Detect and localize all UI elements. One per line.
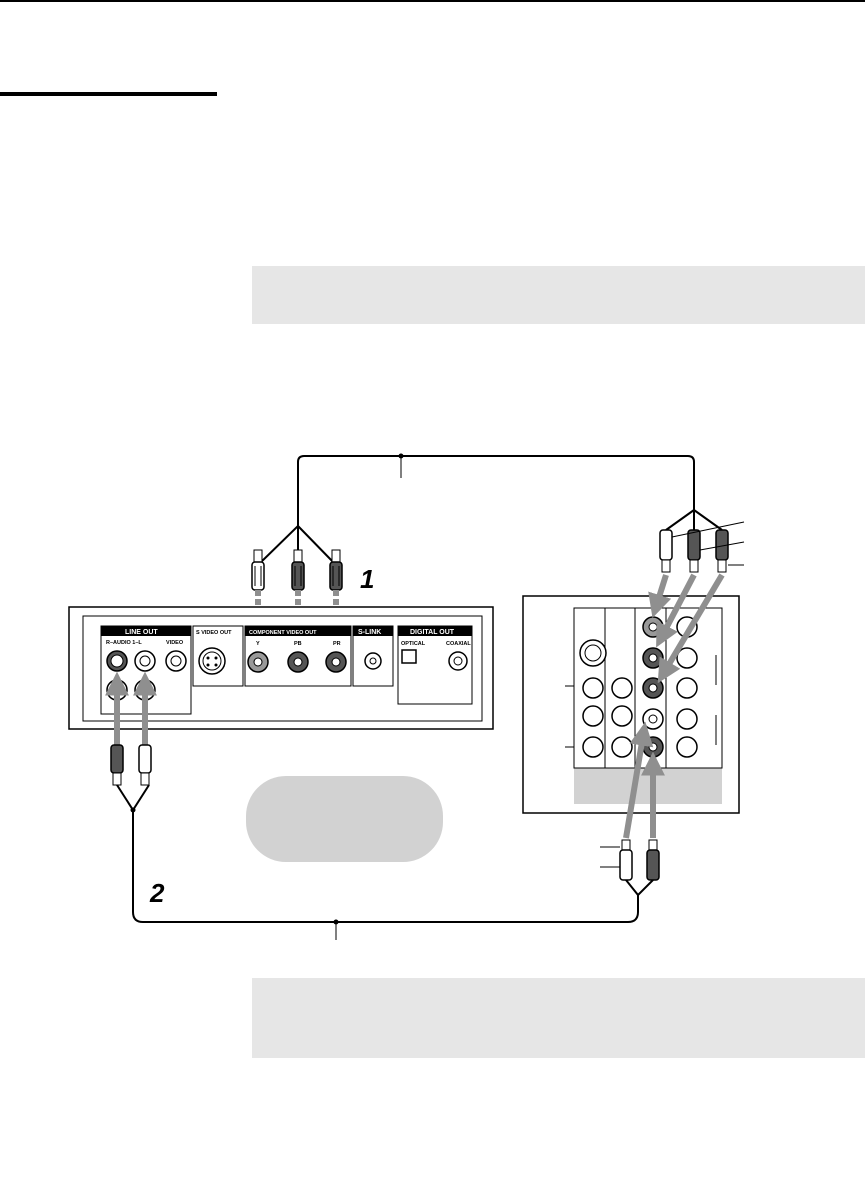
placeholder-balloon [246,776,443,862]
tv-audio-plug-r [646,839,660,881]
optical-label: OPTICAL [401,641,426,647]
coaxial-label: COAXIAL [446,641,471,647]
plug-pb [291,549,305,591]
plug-pr [329,549,343,591]
y-label: Y [256,641,260,647]
audio-plug-l [138,744,152,786]
tv-rear-panel [522,595,740,814]
cable-callout-dot-bottom [333,919,339,925]
r-audio-l-label: R–AUDIO 1–L [106,640,142,646]
arrow-tv-y [648,574,672,619]
plug-y [251,549,265,591]
step-1-number: 1 [360,564,374,594]
line-out-label: LINE OUT [125,629,158,636]
cable-callout-dot [398,453,404,459]
note-box-top [252,266,865,324]
digital-out-label: DIGITAL OUT [410,629,455,636]
tv-plug-pr [715,529,729,573]
tv-plug-pb [687,529,701,573]
arrow-tv-pb [656,573,697,648]
section-heading-rule [0,92,217,96]
step-2-number: 2 [149,878,165,908]
player-rear-panel: LINE OUT R–AUDIO 1–L VIDEO S VIDEO OUT C… [68,606,494,730]
connection-diagram: 1 LINE OUT R–AUDIO 1–L VIDEO S VIDEO OUT… [68,453,745,940]
note-box-bottom [252,978,865,1058]
arrow-tv-audio-l [623,721,654,839]
tv-plug-y [659,529,673,573]
component-video-out-label: COMPONENT VIDEO OUT [249,630,317,636]
pr-label: PR [333,641,341,647]
component-cable-branch-right [665,509,723,531]
component-cable [257,455,695,566]
arrow-tv-pr [657,573,725,684]
component-cable-branch [297,525,337,566]
audio-plug-r [110,744,124,786]
tv-audio-plug-l [619,839,633,881]
header-rule [0,0,865,2]
video-label: VIDEO [166,640,184,646]
s-link-label: S-LINK [358,629,381,636]
s-video-out-label: S VIDEO OUT [196,630,232,636]
pb-label: PB [294,641,302,647]
